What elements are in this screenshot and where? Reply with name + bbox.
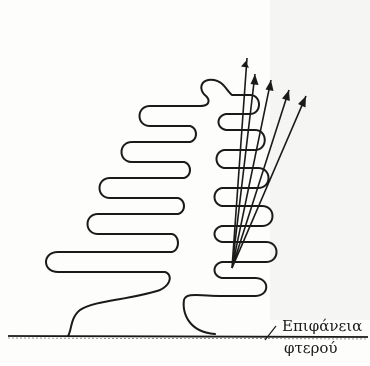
label-leader-line [265, 326, 276, 340]
wing-surface-line [8, 336, 368, 337]
arrowhead-1 [251, 74, 259, 85]
wing-surface-label-line2: φτερού [284, 341, 338, 356]
wing-surface-label-line1: Επιφάνεια [282, 319, 362, 334]
background-shade [270, 0, 370, 320]
incident-ray [232, 58, 249, 268]
